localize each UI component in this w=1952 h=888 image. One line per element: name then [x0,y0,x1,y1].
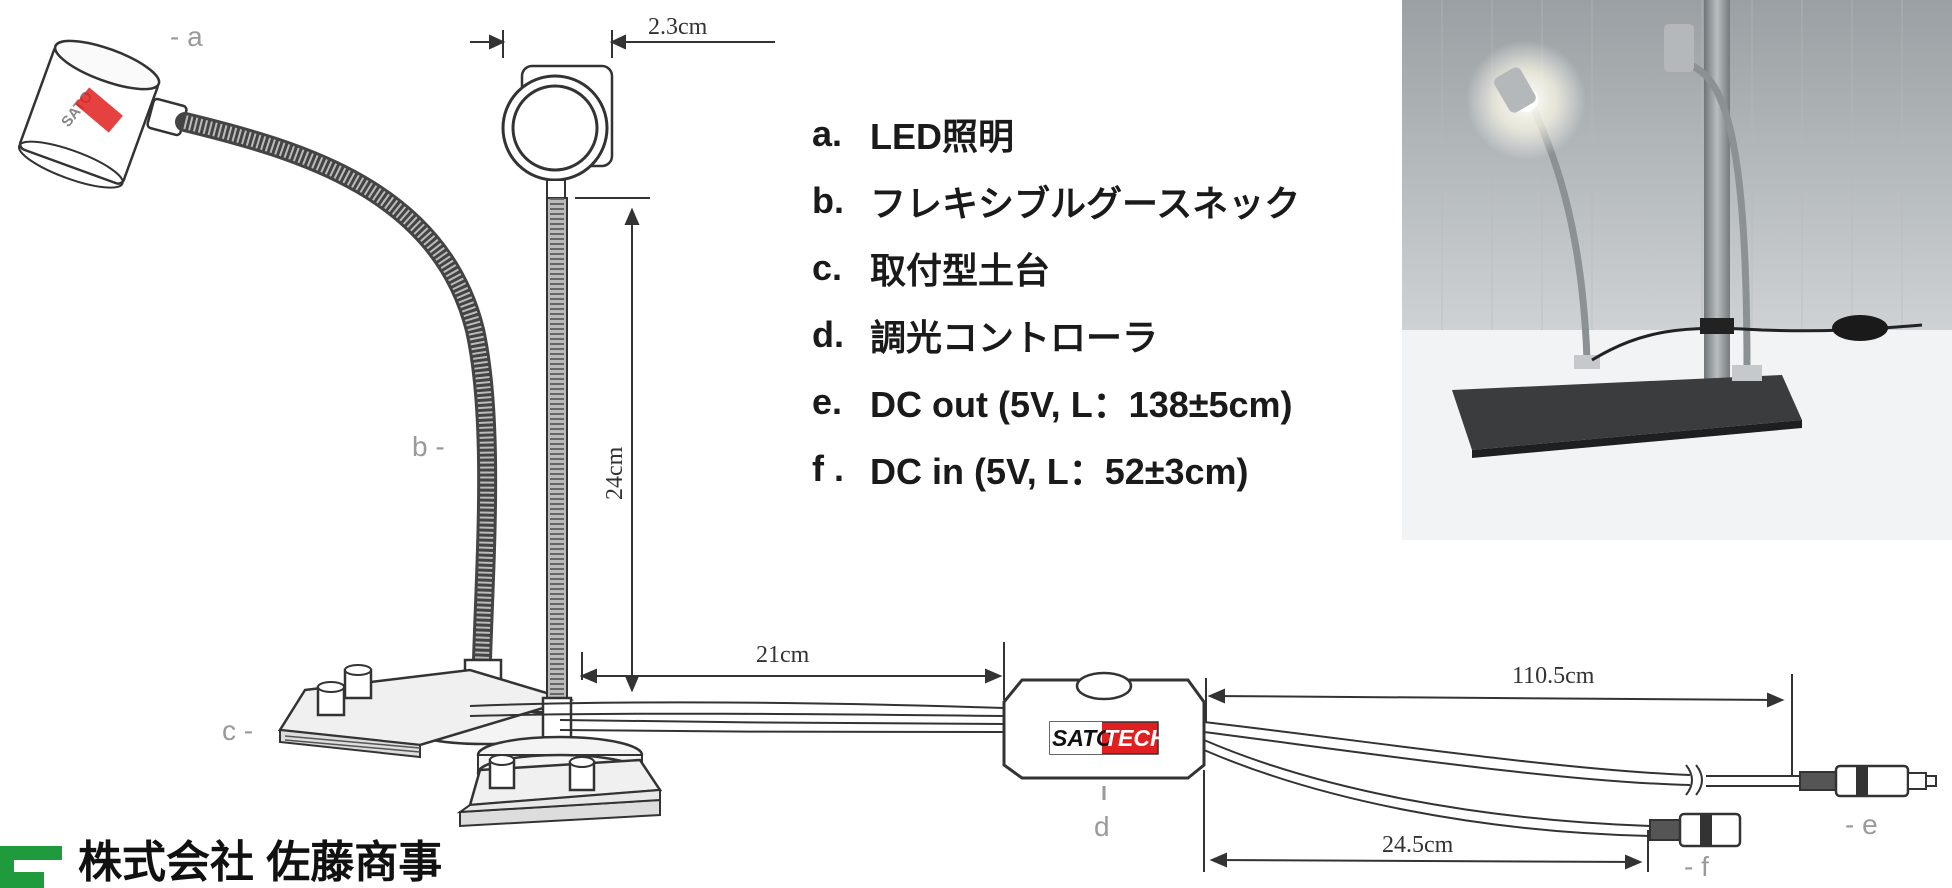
dc-out-plug [1799,764,1937,798]
callout-a: - a [170,21,203,52]
dimension-head-diameter-label: 2.3cm [648,14,708,40]
dimension-neck-height-label: 24cm [602,446,628,500]
callout-e: - e [1845,809,1878,840]
parts-legend: a.LED照明 b.フレキシブルグースネック c.取付型土台 d.調光コントロー… [812,100,1300,502]
company-logo-icon [0,846,62,888]
cables-output [1203,721,1691,837]
dimension-cable-to-controller [579,642,1005,700]
lamp-a-gooseneck [175,112,498,670]
legend-item-e: e.DC out (5V, L：138±5cm) [812,380,1293,425]
callout-c: c - [222,715,253,746]
dimension-dc-in-length-label: 24.5cm [1382,832,1454,858]
legend-item-a: a.LED照明 [812,112,1015,157]
dc-in-jack [1649,812,1742,848]
dimension-cable-to-controller-label: 21cm [756,642,810,668]
company-footer: 株式会社 佐藤商事 [0,838,442,888]
callout-d: d [1094,811,1110,842]
dimension-dc-out-length-label: 110.5cm [1512,663,1595,689]
legend-item-c: c.取付型土台 [812,246,1051,291]
callout-b: b - [412,431,445,462]
brand-tech-text: TECH [1104,725,1167,751]
lamp-a-head: SATO [17,39,188,189]
product-photo [1402,0,1952,540]
legend-item-b: b.フレキシブルグースネック [812,179,1301,224]
mounting-plate-back [277,664,575,759]
legend-item-f: f .DC in (5V, L：52±3cm) [812,447,1249,492]
cable-break-mark [1685,764,1703,796]
lamp-b-head [501,64,614,199]
dimension-dc-in-length [1203,770,1649,872]
callout-f: - f [1684,851,1709,876]
dimension-neck-height [575,197,650,693]
mounting-plate-front [456,754,663,828]
dimmer-controller: SATO TECH [1002,671,1206,780]
cables-to-controller [469,701,1005,733]
dimension-dc-out-length [1205,674,1793,776]
brand-sato-text: SATO [1052,725,1114,751]
company-name: 株式会社 佐藤商事 [78,838,443,887]
legend-item-d: d.調光コントローラ [812,313,1159,358]
dimension-head-diameter [470,30,775,58]
